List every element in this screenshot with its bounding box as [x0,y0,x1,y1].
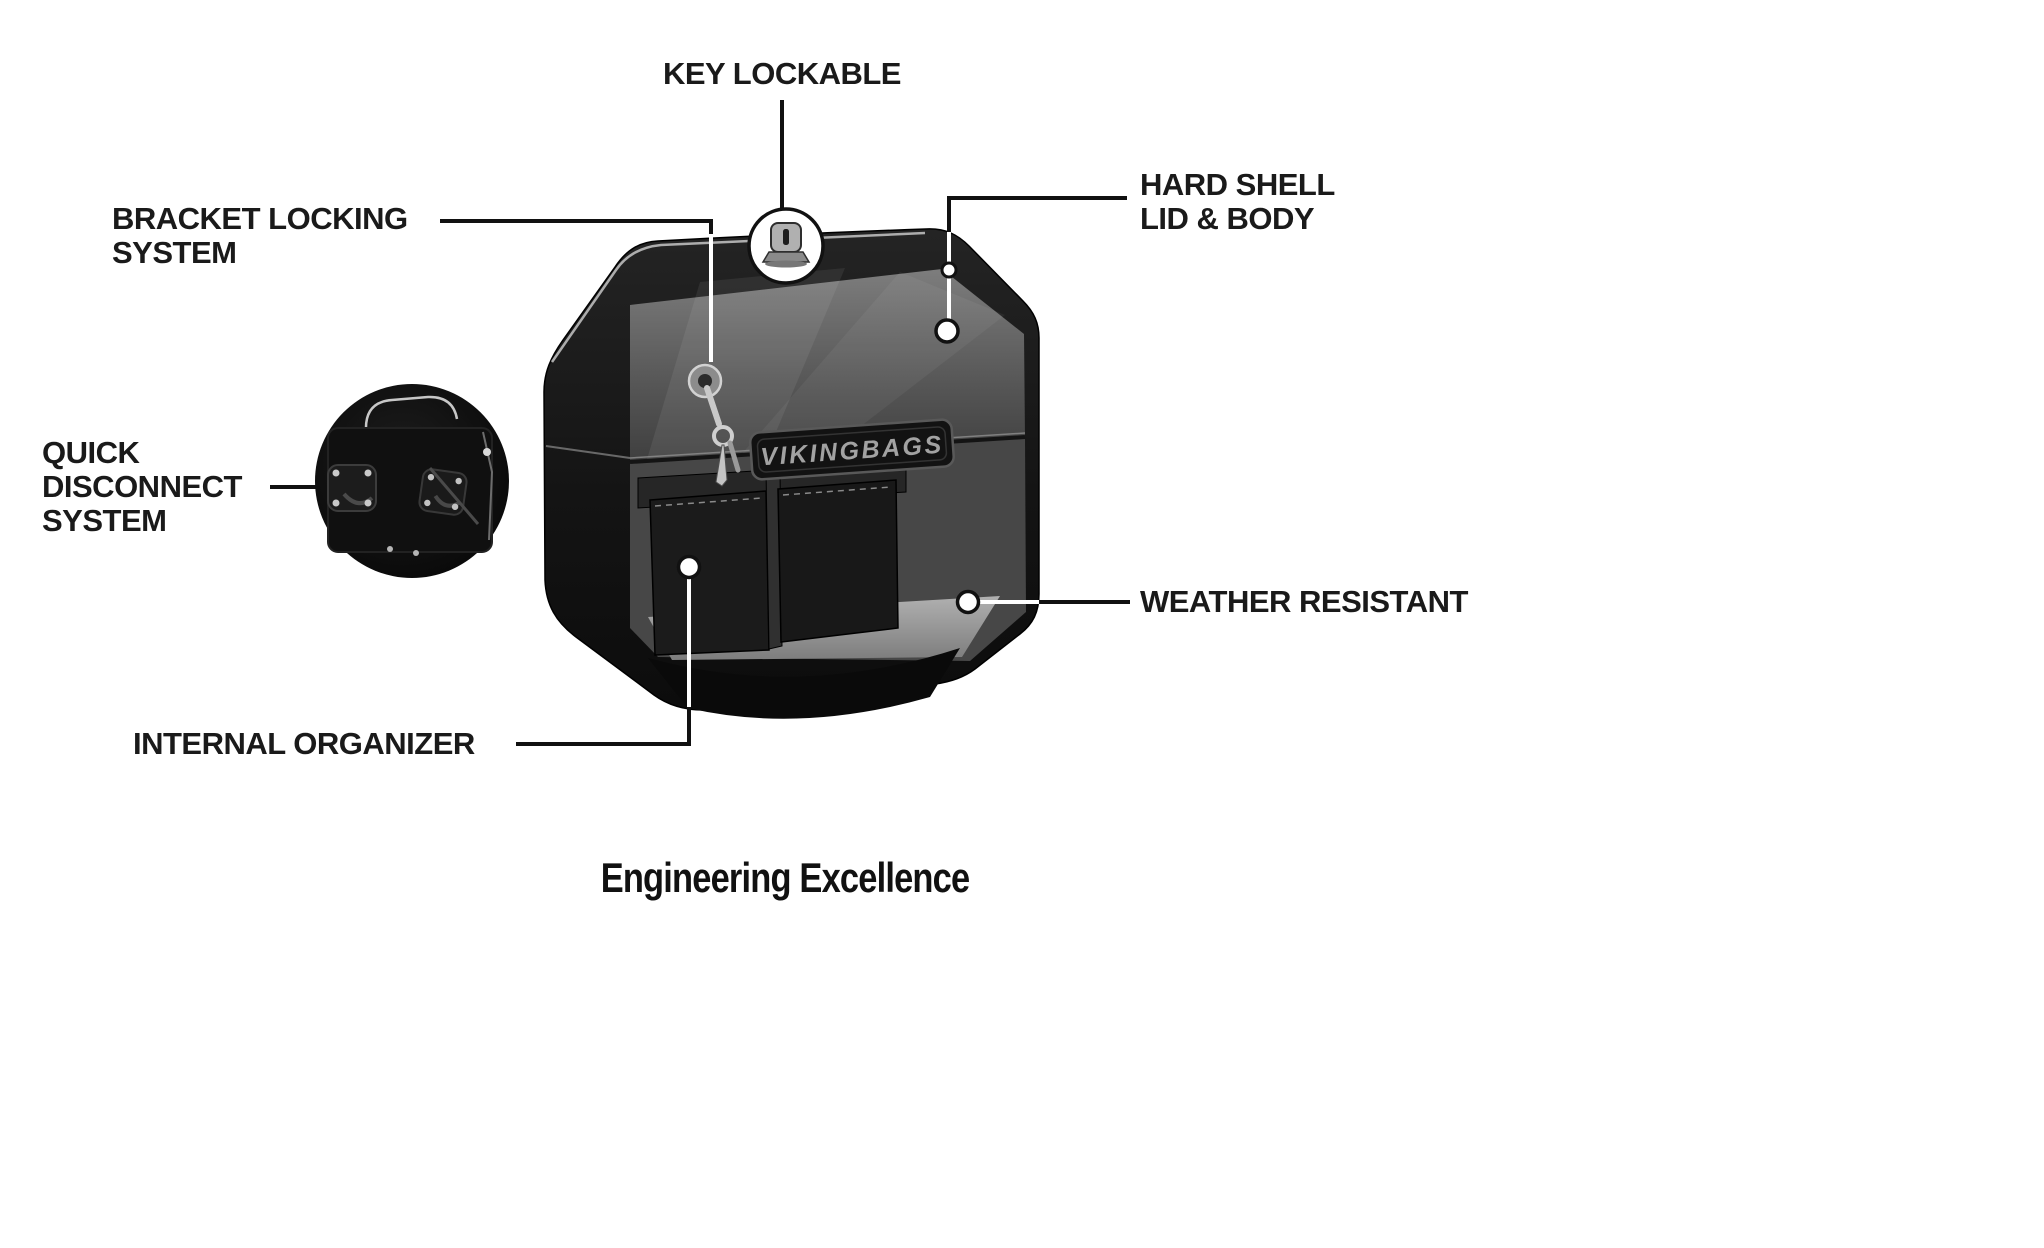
label-weather-resistant: WEATHER RESISTANT [1140,585,1468,619]
key-icon [687,363,741,487]
lock-icon [747,207,825,285]
internal-organizer-marker [676,554,702,580]
hard-shell-lid-marker [940,261,958,279]
label-quick-disconnect-line1: QUICK [42,435,140,470]
label-key-lockable: KEY LOCKABLE [582,57,982,91]
diagram-title: Engineering Excellence [600,854,970,901]
callout-markers [676,261,981,615]
callout-lines [270,100,1130,746]
label-hard-shell-line1: HARD SHELL [1140,167,1335,202]
label-quick-disconnect-system: QUICK DISCONNECT SYSTEM [42,436,242,538]
label-hard-shell-line2: LID & BODY [1140,201,1315,236]
label-internal-organizer-line1: INTERNAL ORGANIZER [133,726,475,761]
label-weather-resistant-line1: WEATHER RESISTANT [1140,584,1468,619]
label-quick-disconnect-line3: SYSTEM [42,503,167,538]
label-quick-disconnect-line2: DISCONNECT [42,469,242,504]
label-internal-organizer: INTERNAL ORGANIZER [133,727,475,761]
label-key-lockable-line1: KEY LOCKABLE [662,56,902,91]
hard-shell-body-marker [934,318,960,344]
internal-organizer-pockets [637,461,907,656]
quick-disconnect-inset [315,384,509,578]
brand-badge: VIKINGBAGS [748,418,955,481]
weather-resistant-marker [955,589,981,615]
label-bracket-locking-line1: BRACKET LOCKING [112,201,408,236]
label-bracket-locking-line2: SYSTEM [112,235,237,270]
label-bracket-locking-system: BRACKET LOCKING SYSTEM [112,202,408,270]
label-hard-shell-lid-body: HARD SHELL LID & BODY [1140,168,1335,236]
